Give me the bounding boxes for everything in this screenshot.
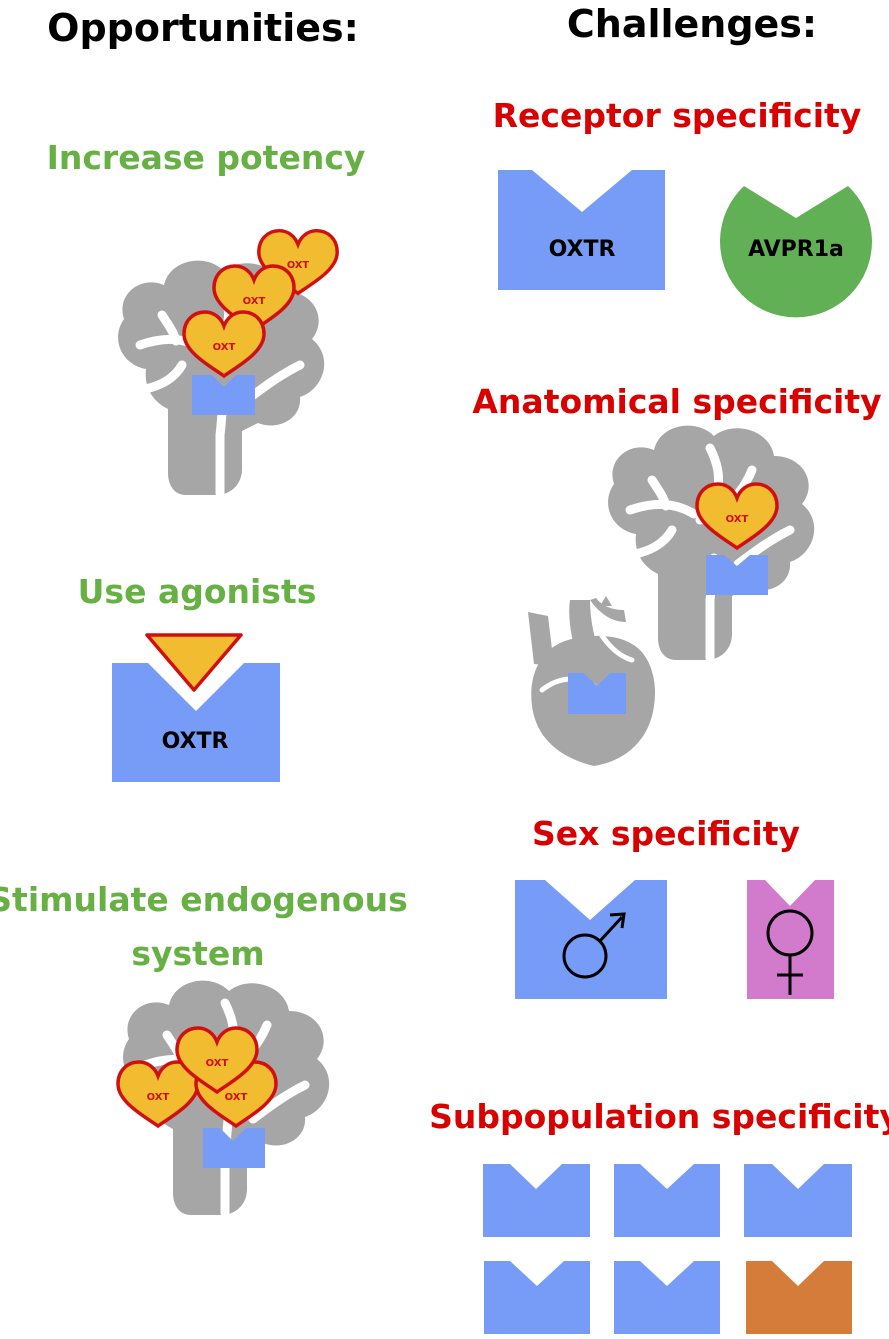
oxt-heart-icon: OXT xyxy=(257,228,339,296)
avpr1a-label: AVPR1a xyxy=(748,237,844,262)
svg-text:OXT: OXT xyxy=(287,260,310,271)
svg-text:OXT: OXT xyxy=(225,1092,248,1103)
oxtr-label: OXTR xyxy=(549,237,616,262)
receptor-subtype-icon xyxy=(614,1261,720,1334)
use-agonists-heading: Use agonists xyxy=(77,572,317,611)
receptor-subtype-icon xyxy=(614,1164,720,1237)
anatomical-specificity-heading: Anatomical specificity xyxy=(472,382,882,421)
oxt-heart-icon: OXT xyxy=(175,1026,259,1094)
stimulate-heading-line2: system xyxy=(131,934,265,973)
svg-text:OXT: OXT xyxy=(147,1092,170,1103)
oxt-heart-icon: OXT xyxy=(212,264,296,332)
receptor-male-icon xyxy=(515,880,667,999)
opportunities-header: Opportunities: xyxy=(47,6,359,50)
receptor-specificity-heading: Receptor specificity xyxy=(492,96,862,135)
svg-text:OXT: OXT xyxy=(213,342,236,353)
receptor-oxtr-icon xyxy=(498,170,665,290)
svg-text:OXT: OXT xyxy=(206,1058,229,1069)
receptor-oxtr-icon xyxy=(192,375,255,415)
receptor-oxtr-icon xyxy=(706,555,768,595)
oxt-heart-icon: OXT xyxy=(182,310,266,378)
receptor-oxtr-icon xyxy=(112,663,280,782)
increase-potency-heading: Increase potency xyxy=(46,138,366,177)
challenges-header: Challenges: xyxy=(566,2,818,46)
stimulate-heading-line1: Stimulate endogenous xyxy=(0,880,408,919)
svg-text:OXT: OXT xyxy=(726,514,749,525)
sex-specificity-heading: Sex specificity xyxy=(531,814,801,853)
receptor-subtype-icon xyxy=(483,1164,590,1237)
receptor-oxtr-icon xyxy=(568,673,626,714)
oxt-heart-icon: OXT xyxy=(695,482,779,550)
oxt-heart-icon: OXT xyxy=(116,1060,200,1128)
receptor-subtype-icon xyxy=(744,1164,852,1237)
male-symbol-icon xyxy=(562,912,626,979)
subpopulation-specificity-heading: Subpopulation specificity xyxy=(429,1097,889,1136)
oxtr-label: OXTR xyxy=(162,729,229,754)
receptor-oxtr-icon xyxy=(203,1128,265,1168)
oxt-heart-icon: OXT xyxy=(194,1060,278,1128)
female-symbol-icon xyxy=(766,909,814,995)
brain-icon xyxy=(608,426,814,660)
receptor-subtype-orange-icon xyxy=(746,1261,852,1334)
agonist-triangle-icon xyxy=(145,633,243,692)
receptor-female-icon xyxy=(747,880,834,999)
svg-text:OXT: OXT xyxy=(243,296,266,307)
receptor-avpr1a-icon xyxy=(720,186,872,318)
receptor-subtype-icon xyxy=(484,1261,590,1334)
